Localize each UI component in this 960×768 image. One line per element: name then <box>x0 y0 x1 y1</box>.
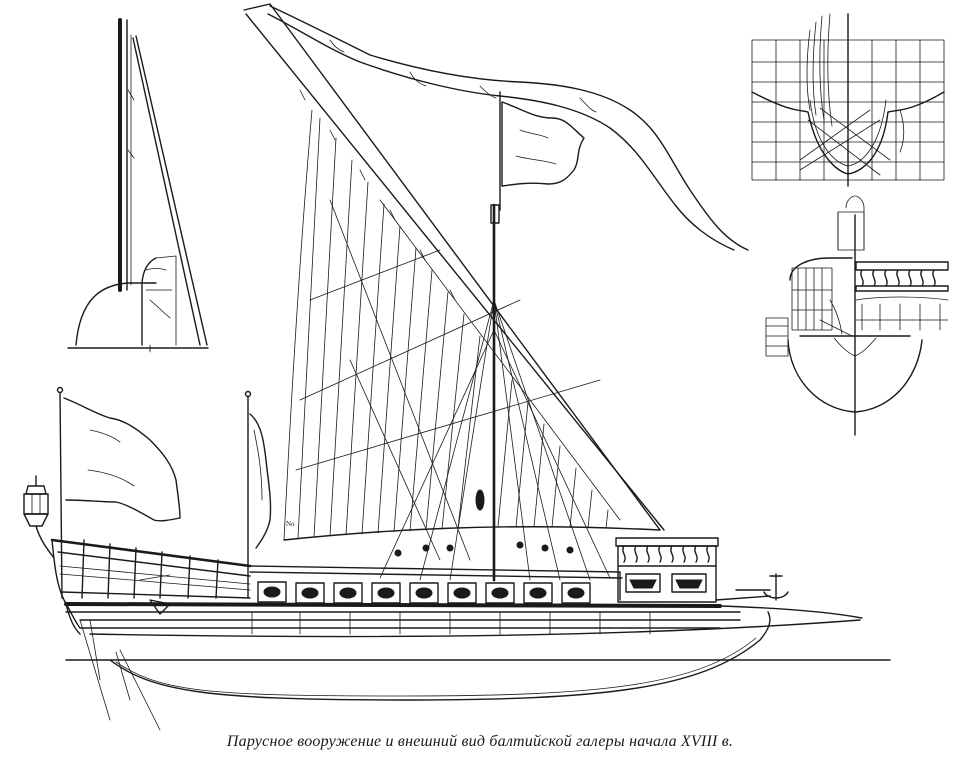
galley-hull <box>50 537 863 731</box>
yard-pennant <box>267 5 749 251</box>
stern-section-view <box>765 195 949 436</box>
main-mast <box>379 91 611 582</box>
midship-section-view <box>751 13 945 187</box>
mast-detail-view <box>67 18 209 353</box>
figure-caption: Парусное вооружение и внешний вид балтий… <box>226 733 734 750</box>
bow-anchor <box>715 573 789 601</box>
stern-lantern <box>23 475 55 559</box>
sail-mark-label: No <box>286 520 295 528</box>
stern-flags <box>56 386 272 599</box>
lateen-sail <box>243 3 665 561</box>
